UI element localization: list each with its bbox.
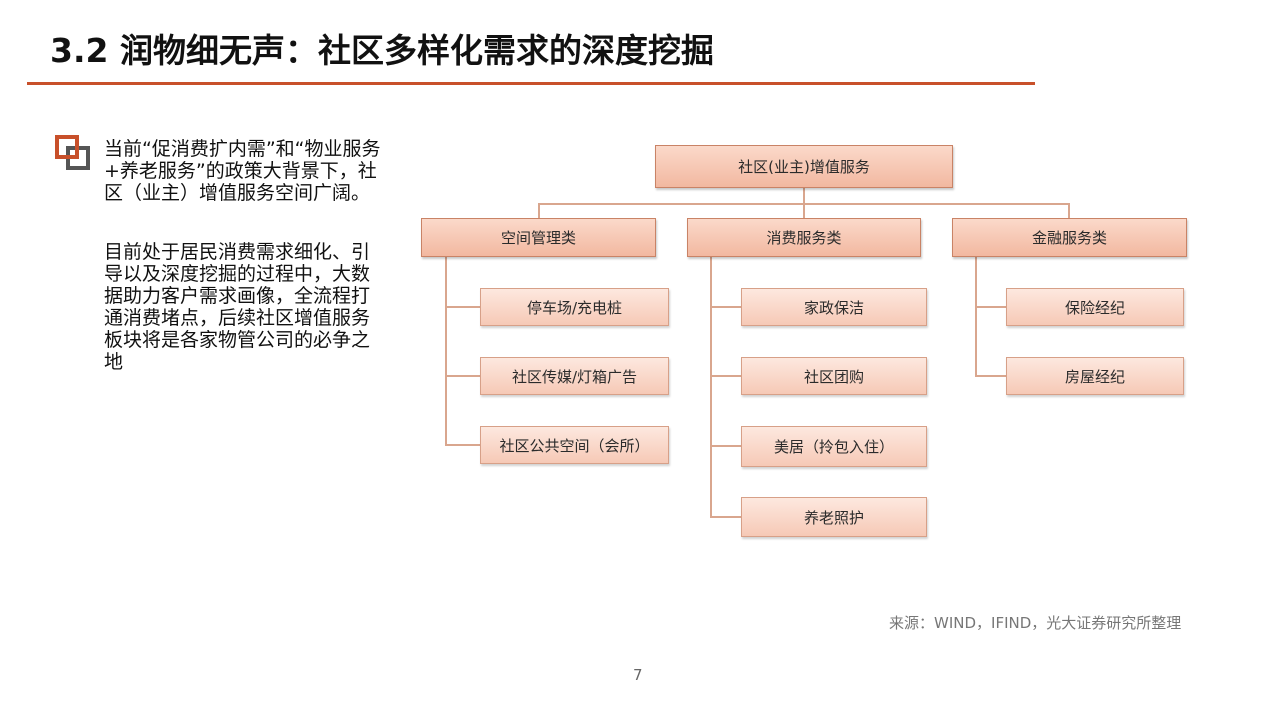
bullet-paragraph-outlook: 目前处于居民消费需求细化、引导以及深度挖掘的过程中，大数据助力客户需求画像，全流… (104, 241, 371, 373)
leaf-node: 保险经纪 (1006, 288, 1184, 326)
category-node-space-management: 空间管理类 (421, 218, 656, 257)
connector-cat1-branch (445, 306, 480, 308)
connector-cat2-branch (710, 516, 741, 518)
category-node-financial-services: 金融服务类 (952, 218, 1187, 257)
page-number: 7 (633, 666, 643, 684)
connector-cat1-branch (445, 375, 480, 377)
root-node: 社区(业主)增值服务 (655, 145, 953, 188)
slide-title: 3.2 润物细无声：社区多样化需求的深度挖掘 (50, 31, 714, 70)
connector-cat1-spine (445, 257, 447, 445)
leaf-node: 房屋经纪 (1006, 357, 1184, 395)
category-node-consumer-services: 消费服务类 (687, 218, 921, 257)
connector-cat3-branch (975, 375, 1006, 377)
leaf-node: 社区公共空间（会所） (480, 426, 669, 464)
bullet-squares-icon (55, 135, 90, 170)
connector-cat2-branch (710, 375, 741, 377)
leaf-node: 美居（拎包入住） (741, 426, 927, 467)
connector-root-down (803, 187, 805, 204)
connector-cat2-branch (710, 306, 741, 308)
leaf-node: 社区传媒/灯箱广告 (480, 357, 669, 395)
connector-cat3-spine (975, 257, 977, 377)
connector-cat1-branch (445, 444, 480, 446)
leaf-node: 社区团购 (741, 357, 927, 395)
leaf-node: 家政保洁 (741, 288, 927, 326)
bullet-paragraph-policy: 当前“促消费扩内需”和“物业服务+养老服务”的政策大背景下，社区（业主）增值服务… (104, 138, 381, 204)
connector-cat2-branch (710, 445, 741, 447)
connector-cat2-drop (803, 203, 805, 219)
source-note: 来源：WIND，IFIND，光大证券研究所整理 (889, 614, 1182, 632)
connector-cat1-drop (538, 203, 540, 219)
leaf-node: 停车场/充电桩 (480, 288, 669, 326)
connector-cat3-drop (1068, 203, 1070, 219)
connector-cat3-branch (975, 306, 1006, 308)
connector-cat2-spine (710, 257, 712, 518)
title-divider (27, 82, 1035, 85)
leaf-node: 养老照护 (741, 497, 927, 537)
